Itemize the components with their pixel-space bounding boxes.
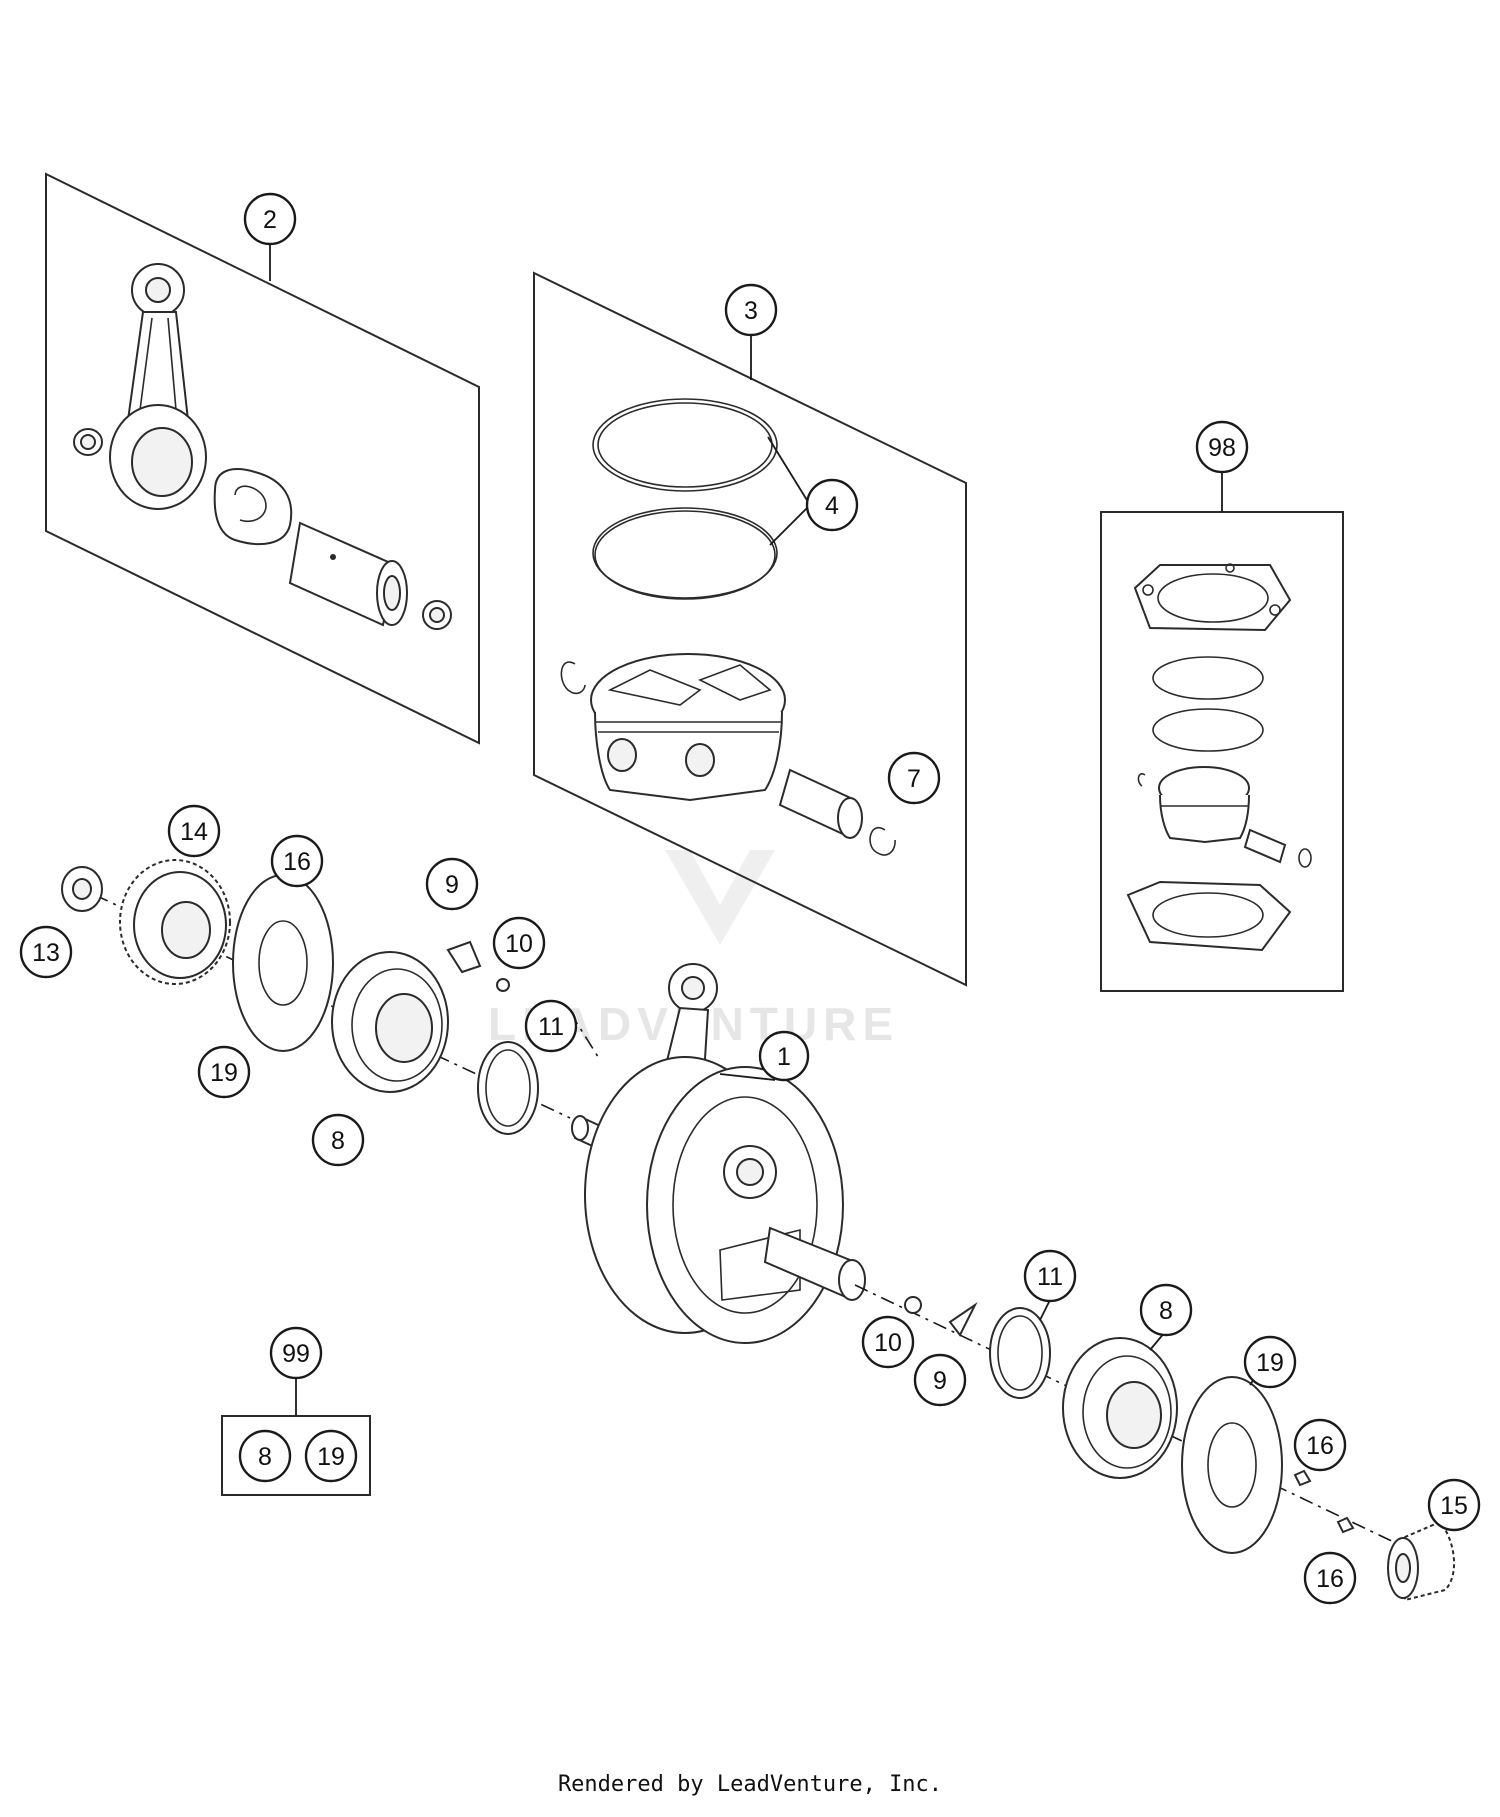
callout-9: 9 [425, 857, 479, 911]
piston-icon [590, 653, 786, 802]
panel-98-gasket-kit [1100, 471, 1344, 992]
nut-icon [61, 866, 103, 912]
circlip-icon [560, 661, 586, 695]
svg-text:16: 16 [1316, 1565, 1344, 1593]
svg-text:7: 7 [907, 765, 921, 793]
footer-credit: Rendered by LeadVenture, Inc. [557, 1772, 943, 1797]
callout-8-right: 8 [1139, 1283, 1193, 1337]
callout-13: 13 [19, 925, 73, 979]
callout-19-right: 19 [1243, 1335, 1297, 1389]
svg-text:4: 4 [825, 492, 839, 520]
svg-text:16: 16 [1306, 1432, 1334, 1460]
svg-text:99: 99 [282, 1340, 310, 1368]
piston-pin-icon [1243, 828, 1287, 864]
callout-11-right: 11 [1023, 1249, 1077, 1303]
panel-99-bearing-kit [221, 1376, 371, 1496]
callout-7: 7 [887, 751, 941, 805]
callout-10: 10 [492, 916, 546, 970]
piston-icon [1158, 766, 1250, 844]
piston-ring-icon [1152, 656, 1264, 700]
callout-16-right-upper: 16 [1293, 1418, 1347, 1472]
callout-3: 3 [724, 283, 778, 337]
callout-2: 2 [243, 192, 297, 246]
callout-15: 15 [1427, 1478, 1481, 1532]
svg-text:11: 11 [1037, 1263, 1063, 1291]
conrod-icon [109, 263, 207, 510]
callout-19-kit: 19 [304, 1429, 358, 1483]
svg-text:98: 98 [1208, 434, 1236, 462]
ball-bearing-icon [1062, 1337, 1178, 1479]
base-gasket-icon [1126, 880, 1292, 952]
thrust-washer-icon [1181, 1376, 1283, 1554]
callout-19: 19 [197, 1045, 251, 1099]
callout-98: 98 [1195, 420, 1249, 474]
svg-text:1: 1 [777, 1043, 791, 1071]
piston-ring-icon [1152, 708, 1264, 752]
key-icon [1336, 1516, 1355, 1534]
svg-text:14: 14 [180, 818, 208, 846]
callout-11: 11 [524, 999, 578, 1053]
panel-2-conrod-kit [45, 172, 480, 745]
piston-ring-icon [592, 398, 778, 492]
svg-text:10: 10 [874, 1329, 902, 1357]
bearing-shell-icon [213, 468, 293, 546]
circlip-icon [869, 826, 896, 856]
callout-8: 8 [311, 1113, 365, 1167]
svg-text:3: 3 [744, 297, 758, 325]
head-gasket-icon [1133, 563, 1292, 632]
callout-1: 1 [758, 1030, 810, 1082]
callout-16: 16 [270, 834, 324, 888]
crank-pin-icon [288, 521, 408, 627]
svg-text:11: 11 [538, 1013, 564, 1041]
svg-text:2: 2 [263, 206, 277, 234]
piston-pin-icon [778, 768, 863, 839]
svg-text:19: 19 [317, 1443, 345, 1471]
callout-99: 99 [269, 1326, 323, 1380]
svg-text:10: 10 [505, 930, 533, 958]
ball-bearing-icon [331, 951, 449, 1093]
o-ring-icon [989, 1307, 1051, 1399]
callout-10-right: 10 [861, 1315, 915, 1369]
crankshaft-icon [569, 963, 866, 1344]
gear-icon [119, 859, 231, 985]
thrust-washer-icon [232, 874, 334, 1052]
callout-9-right: 9 [913, 1353, 967, 1407]
small-bushing-icon [73, 428, 103, 456]
callout-8-kit: 8 [238, 1429, 292, 1483]
piston-ring-icon [592, 507, 778, 600]
panel-3-piston-kit [533, 271, 967, 987]
svg-text:13: 13 [32, 939, 60, 967]
svg-text:16: 16 [283, 848, 311, 876]
callout-4: 4 [805, 478, 859, 532]
callout-16-right-lower: 16 [1303, 1551, 1357, 1605]
svg-text:8: 8 [258, 1443, 272, 1471]
key-icon [1293, 1469, 1312, 1487]
small-bushing-icon [422, 600, 452, 630]
o-ring-icon [477, 1041, 539, 1135]
svg-text:9: 9 [933, 1367, 947, 1395]
svg-text:9: 9 [445, 871, 459, 899]
svg-text:8: 8 [1159, 1297, 1173, 1325]
sprocket-icon [1387, 1520, 1456, 1602]
svg-text:19: 19 [1256, 1349, 1284, 1377]
locking-plate-icon [446, 940, 510, 992]
svg-text:8: 8 [331, 1127, 345, 1155]
svg-text:15: 15 [1440, 1492, 1468, 1520]
locking-plate-icon [904, 1296, 978, 1337]
svg-text:19: 19 [210, 1059, 238, 1087]
callout-14: 14 [167, 804, 221, 858]
